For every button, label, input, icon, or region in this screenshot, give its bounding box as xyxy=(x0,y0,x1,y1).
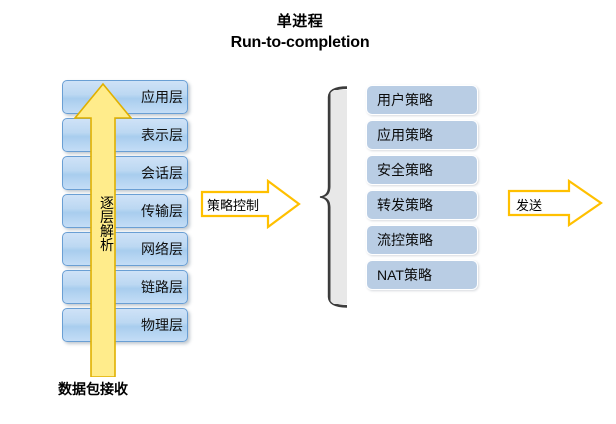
policy-label-forwarding: 转发策略 xyxy=(377,197,433,213)
osi-layer-presentation xyxy=(62,118,188,152)
policy-item-flowcontrol xyxy=(366,225,478,255)
osi-layer-label-transport: 传输层 xyxy=(141,203,183,219)
page-title-chinese: 单进程 xyxy=(276,13,324,30)
policy-control-arrow-icon xyxy=(200,179,301,229)
policy-item-application xyxy=(366,120,478,150)
left-curly-brace-icon xyxy=(319,86,349,308)
send-label: 发送 xyxy=(516,198,543,213)
policy-label-user: 用户策略 xyxy=(377,92,433,108)
policy-item-forwarding xyxy=(366,190,478,220)
parse-arrow-char-2: 层 xyxy=(100,209,114,225)
osi-layer-session xyxy=(62,156,188,190)
osi-layer-label-network: 网络层 xyxy=(141,241,183,257)
policy-item-nat xyxy=(366,260,478,290)
policy-list: 用户策略 应用策略 安全策略 转发策略 流控策略 NAT策略 xyxy=(366,85,480,305)
osi-layer-datalink xyxy=(62,270,188,304)
page-title: 单进程 Run-to-completion xyxy=(150,12,450,54)
osi-layer-physical xyxy=(62,308,188,342)
parse-arrow-char-4: 析 xyxy=(100,237,114,253)
osi-layer-label-presentation: 表示层 xyxy=(141,127,183,143)
parse-up-arrow-icon xyxy=(72,82,134,377)
send-arrow-icon xyxy=(507,179,603,227)
page-title-english: Run-to-completion xyxy=(230,34,370,52)
osi-layer-transport xyxy=(62,194,188,228)
policy-label-security: 安全策略 xyxy=(377,162,433,178)
osi-layer-label-physical: 物理层 xyxy=(141,317,183,333)
packet-receive-label: 数据包接收 xyxy=(58,381,128,397)
parse-arrow-char-3: 解 xyxy=(100,223,114,239)
policy-label-application: 应用策略 xyxy=(377,127,433,143)
parse-arrow-char-1: 逐 xyxy=(100,195,114,211)
osi-layer-stack: 应用层 表示层 会话层 传输层 网络层 链路层 物理层 xyxy=(62,80,192,342)
osi-layer-label-application: 应用层 xyxy=(141,89,183,105)
policy-label-flowcontrol: 流控策略 xyxy=(377,232,433,248)
osi-layer-label-session: 会话层 xyxy=(141,165,183,181)
parse-arrow-label: 逐 层 解 析 xyxy=(96,196,118,252)
policy-item-security xyxy=(366,155,478,185)
osi-layer-label-datalink: 链路层 xyxy=(141,279,183,295)
policy-control-label: 策略控制 xyxy=(207,198,260,213)
policy-label-nat: NAT策略 xyxy=(377,267,432,283)
osi-layer-network xyxy=(62,232,188,266)
policy-item-user xyxy=(366,85,478,115)
